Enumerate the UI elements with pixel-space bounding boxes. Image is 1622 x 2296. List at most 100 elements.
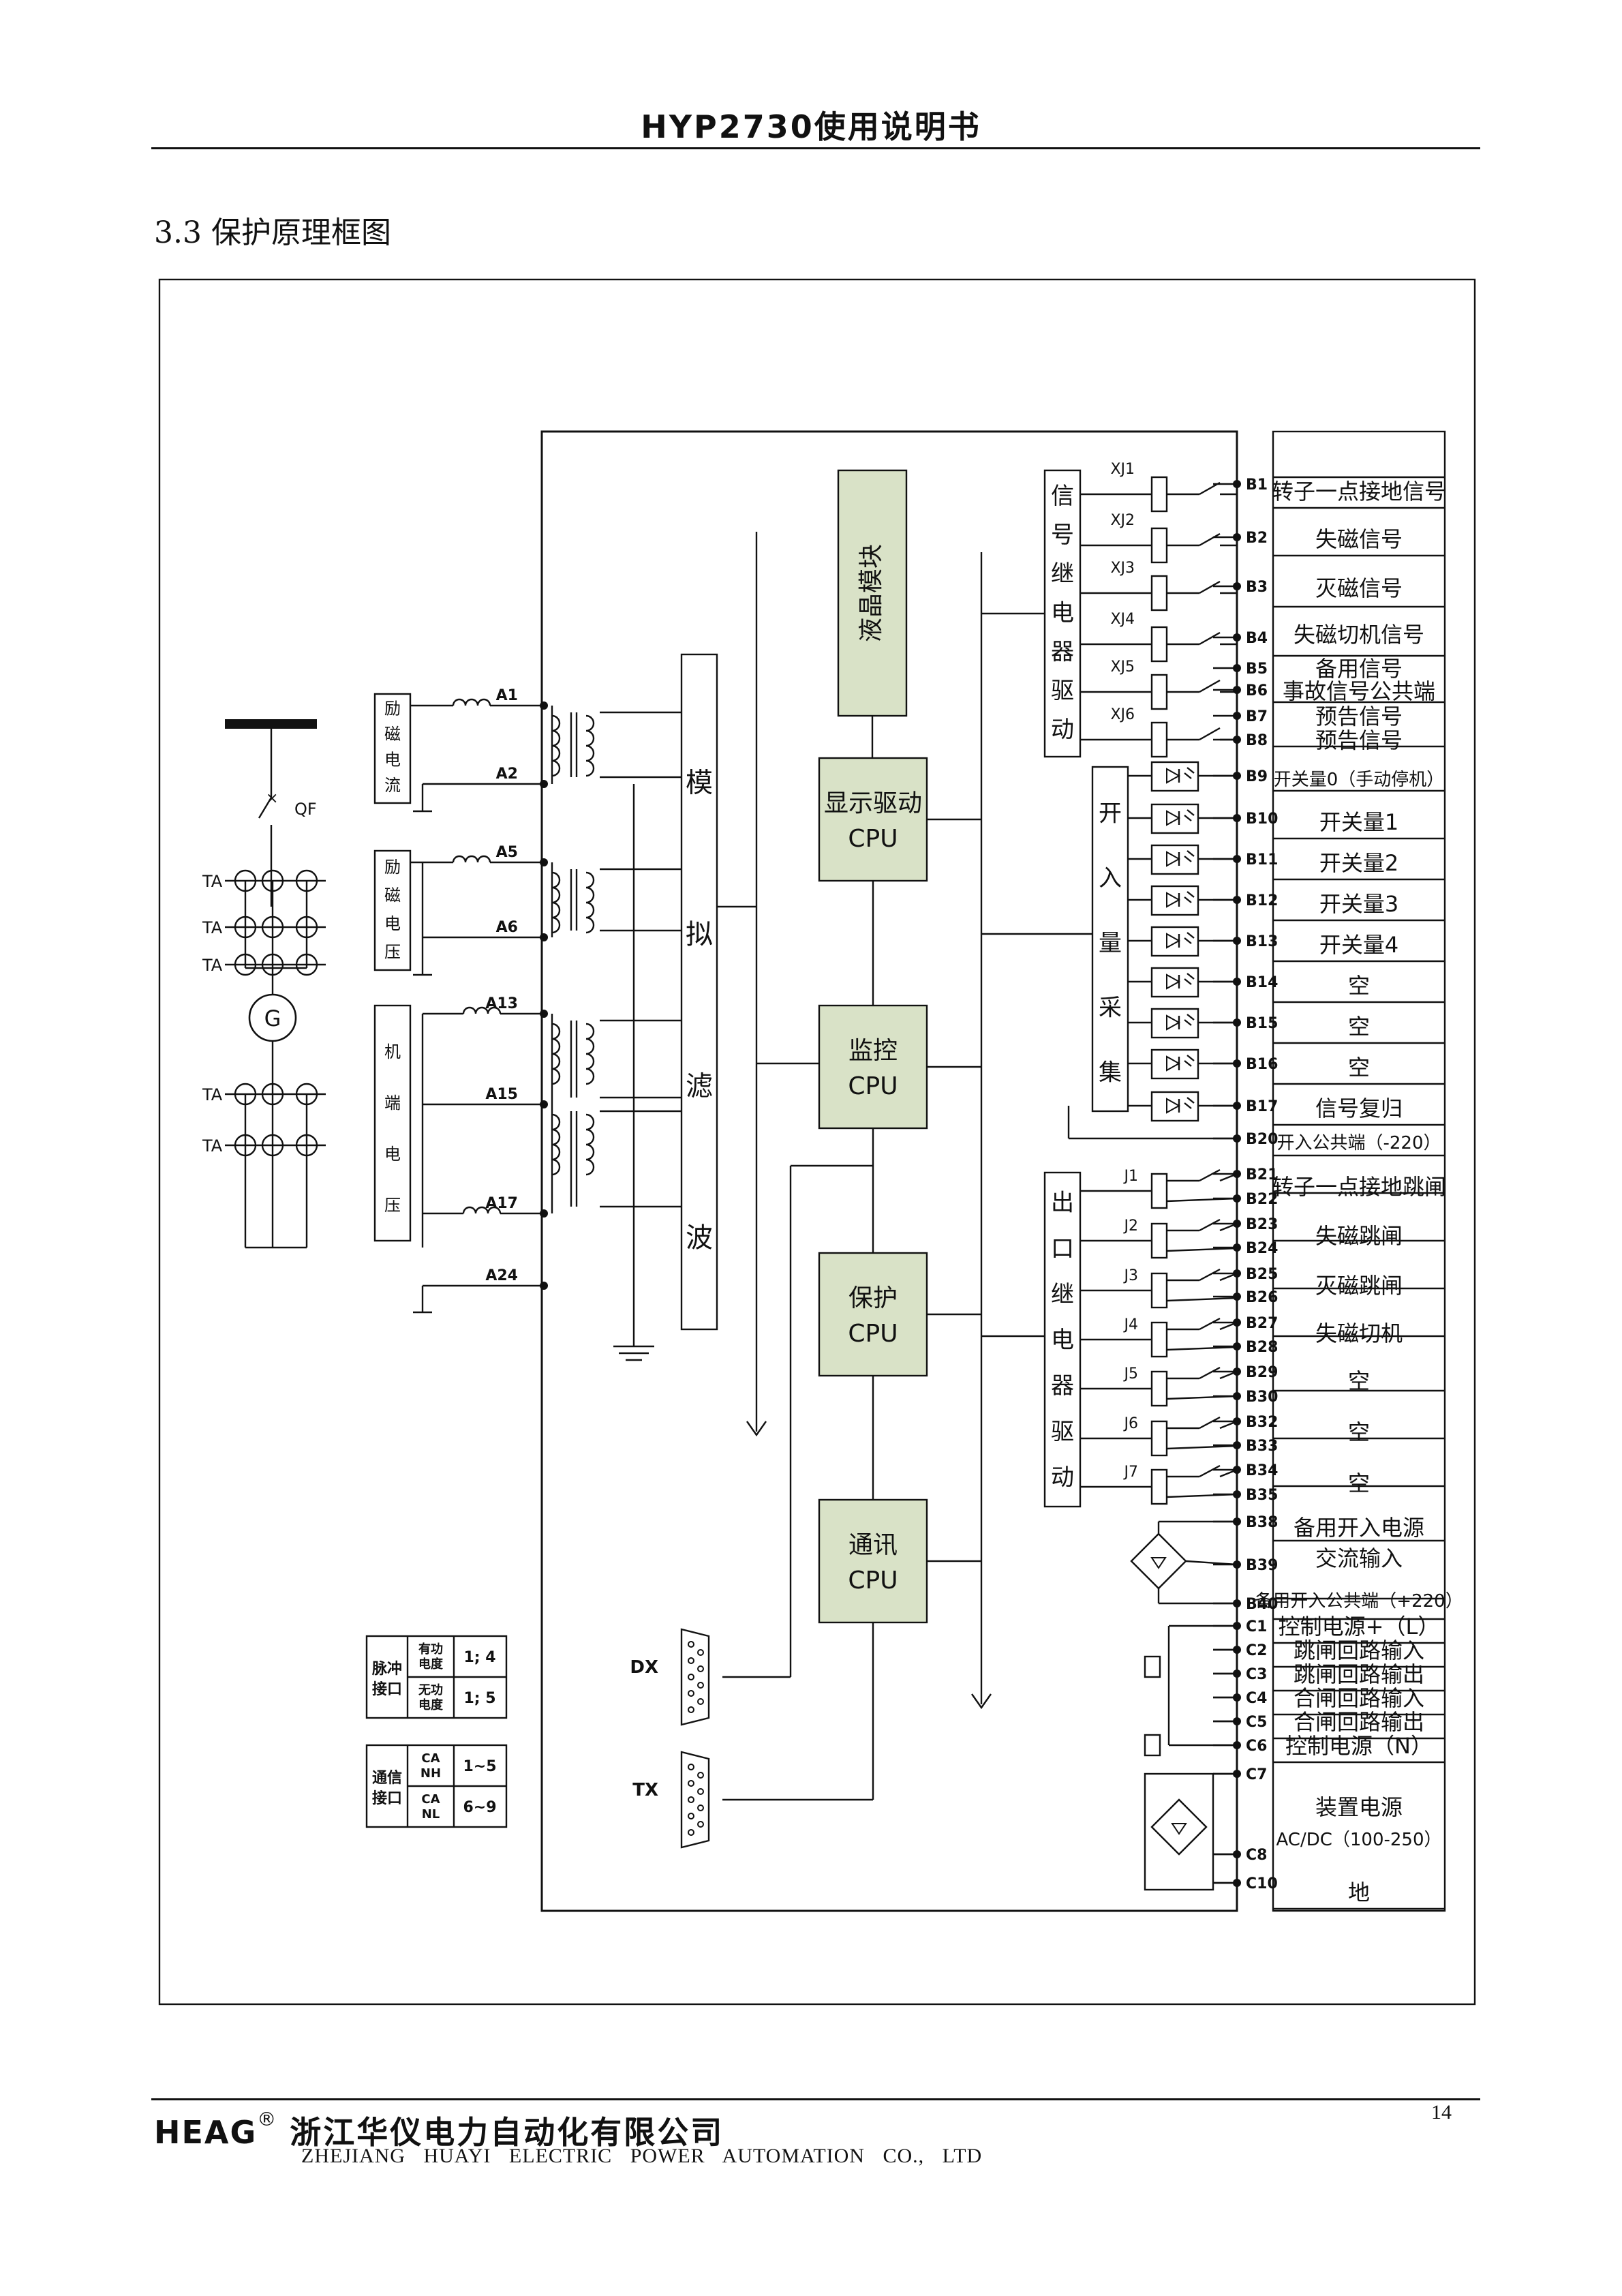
relay-j5-label: J5: [1123, 1365, 1139, 1383]
relay-xj6-contact: [1199, 727, 1221, 741]
optocoupler-3-ray: [1187, 850, 1195, 857]
comm-interface-row-1-name-a: CA: [421, 1751, 440, 1766]
terminal-c3-label: 跳闸回路输出: [1294, 1661, 1424, 1687]
optocoupler-4-box: [1150, 885, 1199, 916]
relay-j2-out-a: [1219, 1222, 1238, 1232]
optocoupler-2-box: [1150, 803, 1199, 834]
terminal-b12-label: 开关量3: [1319, 891, 1398, 917]
terminal-b8-id: B8: [1246, 732, 1268, 749]
optocoupler-4-diode: [1166, 892, 1181, 908]
output-relay-char-3: 继: [1051, 1281, 1074, 1308]
optocoupler-6-ray: [1184, 978, 1192, 985]
terminal-b8-label: 预告信号: [1315, 727, 1403, 753]
output-relay-char-7: 动: [1051, 1464, 1074, 1492]
relay-j2-contact: [1199, 1218, 1221, 1232]
terminal-b34-id: B34: [1246, 1462, 1278, 1479]
generator-label: G: [264, 1006, 281, 1031]
terminal-b23-label: 失磁跳闸: [1315, 1223, 1403, 1249]
terminal-c1-id: C1: [1246, 1618, 1267, 1635]
close-coil: [1144, 1734, 1161, 1757]
relay-xj3-contact: [1199, 580, 1221, 594]
ta-1-label: TA: [202, 872, 223, 891]
terminal-b17-id: B17: [1246, 1098, 1278, 1115]
tr-excitation-current-primary: [551, 714, 561, 777]
relay-xj6-coil: [1150, 721, 1168, 758]
relay-j4-contact: [1199, 1317, 1221, 1331]
terminal-c1-label: 控制电源+（L）: [1279, 1614, 1440, 1640]
terminal-c4-label: 合闸回路输入: [1294, 1685, 1424, 1711]
monitor-cpu-title: 监控: [848, 1037, 898, 1065]
relay-j2-label: J2: [1123, 1218, 1139, 1235]
optocoupler-1-ray: [1187, 767, 1195, 774]
dx-connector-pin: [697, 1682, 704, 1689]
terminal-b28-id: B28: [1246, 1339, 1278, 1356]
output-relay-char-1: 出: [1051, 1190, 1074, 1217]
relay-xj5-coil: [1150, 674, 1168, 710]
a17-choke: [462, 1206, 502, 1214]
analog-filter-box: [680, 653, 718, 1331]
display-driver-cpu-title: 显示驱动: [824, 789, 922, 817]
optocoupler-6-ray: [1187, 973, 1195, 980]
excitation-voltage-char-2: 磁: [384, 886, 401, 905]
pulse-interface-row-2-name-a: 无功: [418, 1683, 443, 1697]
terminal-b6-label: 事故信号公共端: [1283, 678, 1435, 704]
relay-j3-label: J3: [1123, 1267, 1139, 1284]
terminal-c6-label: 控制电源（N）: [1285, 1733, 1433, 1759]
terminal-b33-id: B33: [1246, 1438, 1278, 1455]
terminal-b32-label: 空: [1348, 1419, 1370, 1445]
outer-frame: [158, 278, 1476, 2006]
terminal-b6-id: B6: [1246, 682, 1268, 699]
dx-connector-pin: [688, 1706, 694, 1713]
terminal-b3-label: 灭磁信号: [1315, 575, 1403, 601]
brand-logo: HEAG® 浙江华仪电力自动化有限公司: [154, 2108, 724, 2153]
tx-connector-pin: [697, 1821, 704, 1828]
relay-xj3-coil: [1150, 575, 1168, 611]
terminal-c10-id: C10: [1246, 1875, 1278, 1892]
optocoupler-7-ray: [1184, 1019, 1192, 1026]
terminal-b29-label: 空: [1348, 1368, 1370, 1394]
optocoupler-8-diode: [1166, 1055, 1181, 1072]
relay-j3-out-b: [1166, 1297, 1238, 1302]
dx-label: DX: [630, 1657, 658, 1678]
relay-j4-coil: [1150, 1321, 1168, 1358]
pulse-interface-group-1: 脉冲: [371, 1661, 402, 1678]
tx-connector-pin: [697, 1804, 704, 1811]
input-acquisition-char-2: 入: [1099, 865, 1122, 892]
tx-connector-pin: [688, 1796, 694, 1803]
backup-rectifier-diode: [1150, 1557, 1167, 1569]
analog-filter-char-3: 滤: [686, 1070, 713, 1102]
dx-connector-pin: [688, 1657, 694, 1664]
terminal-c6-id: C6: [1246, 1738, 1267, 1755]
optocoupler-7-ray: [1187, 1014, 1195, 1021]
ta-3-label: TA: [202, 956, 223, 975]
power-rectifier: [1150, 1798, 1208, 1856]
terminal-c7-label: 装置电源: [1315, 1794, 1403, 1820]
relay-xj3-label: XJ3: [1110, 560, 1135, 577]
relay-j1-out-a: [1219, 1173, 1238, 1182]
terminal-b30-id: B30: [1246, 1389, 1278, 1406]
terminal-b21-id: B21: [1246, 1166, 1278, 1183]
terminal-voltage-char-2: 端: [384, 1093, 401, 1113]
terminal-b34-label: 空: [1348, 1470, 1370, 1496]
terminal-b13-id: B13: [1246, 933, 1278, 950]
terminal-c5-label: 合闸回路输出: [1294, 1709, 1424, 1735]
tx-connector-pin: [688, 1764, 694, 1770]
relay-xj4-coil: [1150, 626, 1168, 663]
tr-terminal-2-primary: [551, 1113, 561, 1176]
a5-choke: [452, 855, 491, 863]
relay-j5-out-b: [1166, 1395, 1238, 1400]
dx-connector-pin: [688, 1690, 694, 1697]
optocoupler-3-diode: [1166, 851, 1181, 867]
pulse-interface-row-1-pins: 1; 4: [463, 1649, 495, 1666]
terminal-b1-id: B1: [1246, 477, 1268, 494]
terminal-c2-label: 跳闸回路输入: [1294, 1637, 1424, 1663]
input-acquisition-char-1: 开: [1099, 800, 1122, 828]
signal-relay-char-5: 器: [1051, 638, 1074, 665]
tr-excitation-voltage-secondary: [585, 871, 595, 934]
terminal-b4-id: B4: [1246, 630, 1268, 647]
optocoupler-3-ray: [1184, 856, 1192, 862]
tr-terminal-1-primary: [551, 1023, 561, 1085]
pulse-interface-row-1-name-b: 电度: [418, 1657, 444, 1672]
terminal-b16-id: B16: [1246, 1056, 1278, 1073]
optocoupler-5-diode: [1166, 933, 1181, 949]
